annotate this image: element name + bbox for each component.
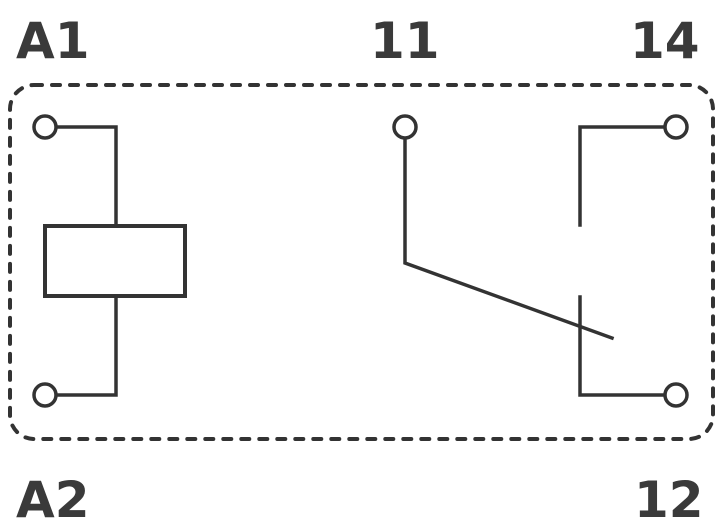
coil-wire-top [54,125,118,228]
relay-enclosure [8,83,715,441]
normally-closed-contact [578,295,689,408]
common-wire [403,136,615,341]
terminal-a2 [32,382,58,408]
label-12: 12 [634,471,704,527]
label-11: 11 [370,12,440,70]
common-contact [392,114,615,341]
normally-open-contact [578,114,689,227]
terminal-12 [663,382,689,408]
terminal-11 [392,114,418,140]
label-a1: A1 [16,12,90,70]
label-a2: A2 [16,471,90,527]
no-contact-wire [578,125,667,227]
label-14: 14 [630,12,700,70]
coil-wire-bottom [54,294,118,397]
coil-symbol [43,224,187,298]
terminal-a1 [32,114,58,140]
coil-circuit [32,114,187,408]
nc-contact-wire [578,295,667,397]
terminal-14 [663,114,689,140]
